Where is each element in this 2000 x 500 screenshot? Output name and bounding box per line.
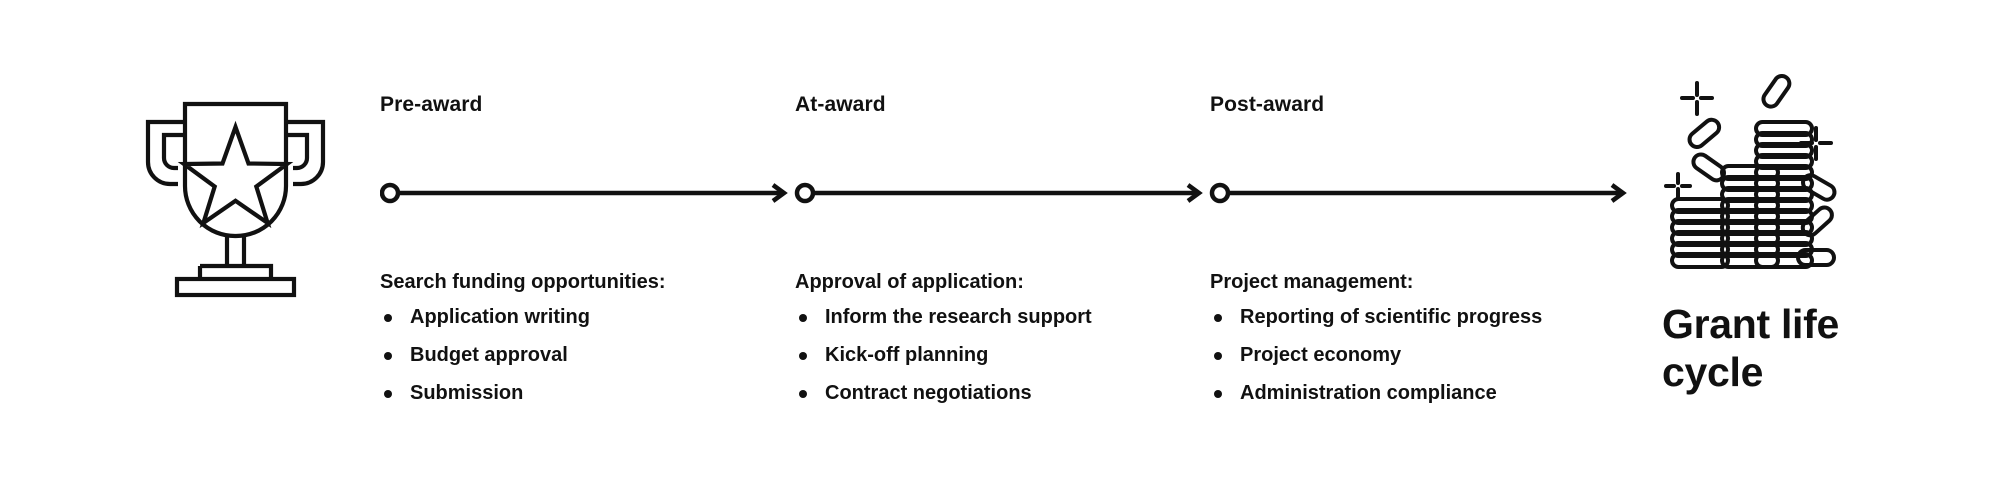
sparkle-icon <box>1664 172 1692 200</box>
coin-tilted <box>1761 74 1792 109</box>
list-item-label: Contract negotiations <box>825 382 1032 404</box>
phase-block-at-award: Approval of application: Inform the rese… <box>795 272 1195 421</box>
phase-label-post-award: Post-award <box>1210 93 1325 116</box>
phase-block-pre-award: Search funding opportunities: Applicatio… <box>380 272 780 421</box>
timeline-node-1 <box>379 182 401 204</box>
phase-heading-post-award: Project management: <box>1210 271 1414 293</box>
bullet-icon <box>799 352 807 360</box>
list-item-label: Project economy <box>1240 344 1402 366</box>
list-item: Submission <box>380 383 780 403</box>
list-item: Contract negotiations <box>795 383 1195 403</box>
list-item-label: Submission <box>410 382 524 404</box>
bullet-icon <box>1214 390 1222 398</box>
list-item: Inform the research support <box>795 307 1195 327</box>
phase-list-pre-award: Application writing Budget approval Subm… <box>380 307 780 403</box>
list-item: Administration compliance <box>1210 383 1610 403</box>
bullet-icon <box>1214 314 1222 322</box>
list-item-label: Administration compliance <box>1240 382 1497 404</box>
list-item: Project economy <box>1210 345 1610 365</box>
coin-stack-middle <box>1720 164 1780 269</box>
bullet-icon <box>799 390 807 398</box>
bullet-icon <box>384 352 392 360</box>
timeline-node-2 <box>794 182 816 204</box>
sparkle-icon <box>1680 81 1714 116</box>
bullet-icon <box>384 390 392 398</box>
coin-stack-left <box>1670 197 1730 269</box>
page-title: Grant life cycle <box>1662 300 1962 397</box>
list-item: Kick-off planning <box>795 345 1195 365</box>
phase-heading-pre-award: Search funding opportunities: <box>380 271 666 293</box>
bullet-icon <box>384 314 392 322</box>
bullet-icon <box>1214 352 1222 360</box>
list-item-label: Budget approval <box>410 344 568 366</box>
phase-label-pre-award: Pre-award <box>380 93 483 116</box>
coins-stacks-icon <box>1660 70 1860 275</box>
page-title-line-1: Grant life <box>1662 301 1839 347</box>
trophy-icon <box>128 90 343 305</box>
list-item-label: Inform the research support <box>825 306 1092 328</box>
list-item: Reporting of scientific progress <box>1210 307 1610 327</box>
timeline-arrow-3 <box>1228 183 1627 203</box>
list-item: Budget approval <box>380 345 780 365</box>
list-item: Application writing <box>380 307 780 327</box>
timeline-arrow-2 <box>813 183 1203 203</box>
coin-tilted <box>1691 152 1726 183</box>
timeline-track <box>379 178 1630 208</box>
list-item-label: Reporting of scientific progress <box>1240 306 1543 328</box>
phase-block-post-award: Project management: Reporting of scienti… <box>1210 272 1610 421</box>
page-title-line-2: cycle <box>1662 349 1764 396</box>
list-item-label: Kick-off planning <box>825 344 989 366</box>
coin-stack-tall <box>1754 120 1814 269</box>
phase-list-at-award: Inform the research support Kick-off pla… <box>795 307 1195 403</box>
list-item-label: Application writing <box>410 306 590 328</box>
phase-list-post-award: Reporting of scientific progress Project… <box>1210 307 1610 403</box>
phase-heading-at-award: Approval of application: <box>795 271 1024 293</box>
bullet-icon <box>799 314 807 322</box>
coin-tilted <box>1687 117 1722 149</box>
phase-label-at-award: At-award <box>795 93 886 116</box>
timeline-arrow-1 <box>398 183 788 203</box>
timeline-node-3 <box>1209 182 1231 204</box>
